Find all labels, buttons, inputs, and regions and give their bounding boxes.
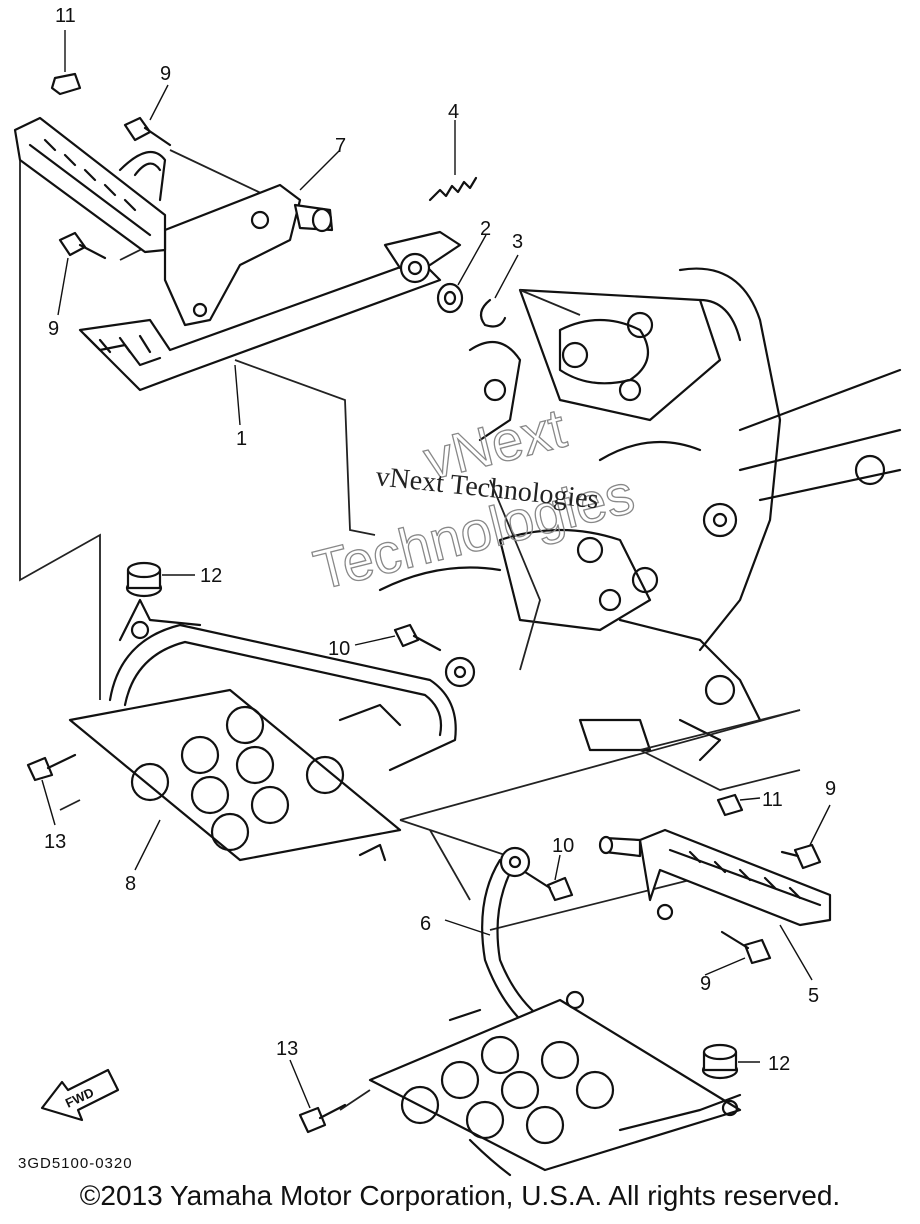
callout-11-right: 11 <box>762 789 783 811</box>
hardware-upper <box>50 72 172 260</box>
grommet-12-lower <box>701 1043 739 1080</box>
callout-13-lower: 13 <box>276 1038 298 1060</box>
callout-13-left: 13 <box>44 831 66 853</box>
brake-pedal <box>78 230 462 392</box>
callout-3: 3 <box>512 231 523 253</box>
spring-washer-clip <box>428 176 507 328</box>
callout-10-lower: 10 <box>552 835 574 857</box>
right-footpeg <box>598 828 832 927</box>
grommet-12-upper <box>125 561 163 598</box>
callout-12-lower: 12 <box>768 1053 790 1075</box>
callout-9-a: 9 <box>160 63 171 85</box>
left-footrest-plate <box>68 598 476 862</box>
callout-9-c: 9 <box>825 778 836 800</box>
leader-lines <box>41 30 831 1109</box>
callout-12-upper: 12 <box>200 565 222 587</box>
callout-8: 8 <box>125 873 136 895</box>
callout-10-upper: 10 <box>328 638 350 660</box>
callout-7: 7 <box>335 135 346 157</box>
pedal-bracket <box>163 183 334 327</box>
left-footpeg <box>13 116 167 254</box>
hardware-right <box>523 793 822 965</box>
hardware-middle <box>26 623 442 782</box>
part-code: 3GD5100-0320 <box>18 1155 133 1172</box>
callout-2: 2 <box>480 218 491 240</box>
copyright-notice: ©2013 Yamaha Motor Corporation, U.S.A. A… <box>79 1180 841 1211</box>
watermark: vNext Technologies vNext Technologies <box>307 395 641 602</box>
nut-11-top <box>50 72 82 96</box>
callout-1: 1 <box>236 428 247 450</box>
callouts: 11 9 7 4 2 3 9 1 12 10 13 8 11 9 10 6 5 … <box>44 5 836 1075</box>
frame-sketch <box>378 267 902 762</box>
bolt-13-lower <box>298 1103 347 1134</box>
fwd-arrow: FWD <box>40 1068 120 1122</box>
callout-4: 4 <box>448 101 459 123</box>
callout-9-b: 9 <box>48 318 59 340</box>
right-footrest-plate <box>368 846 742 1177</box>
bolt-9-lower <box>58 231 107 260</box>
callout-5: 5 <box>808 985 819 1007</box>
callout-6: 6 <box>420 913 431 935</box>
bolt-9-upper <box>123 116 172 147</box>
callout-9-d: 9 <box>700 973 711 995</box>
callout-11-top: 11 <box>55 5 76 27</box>
